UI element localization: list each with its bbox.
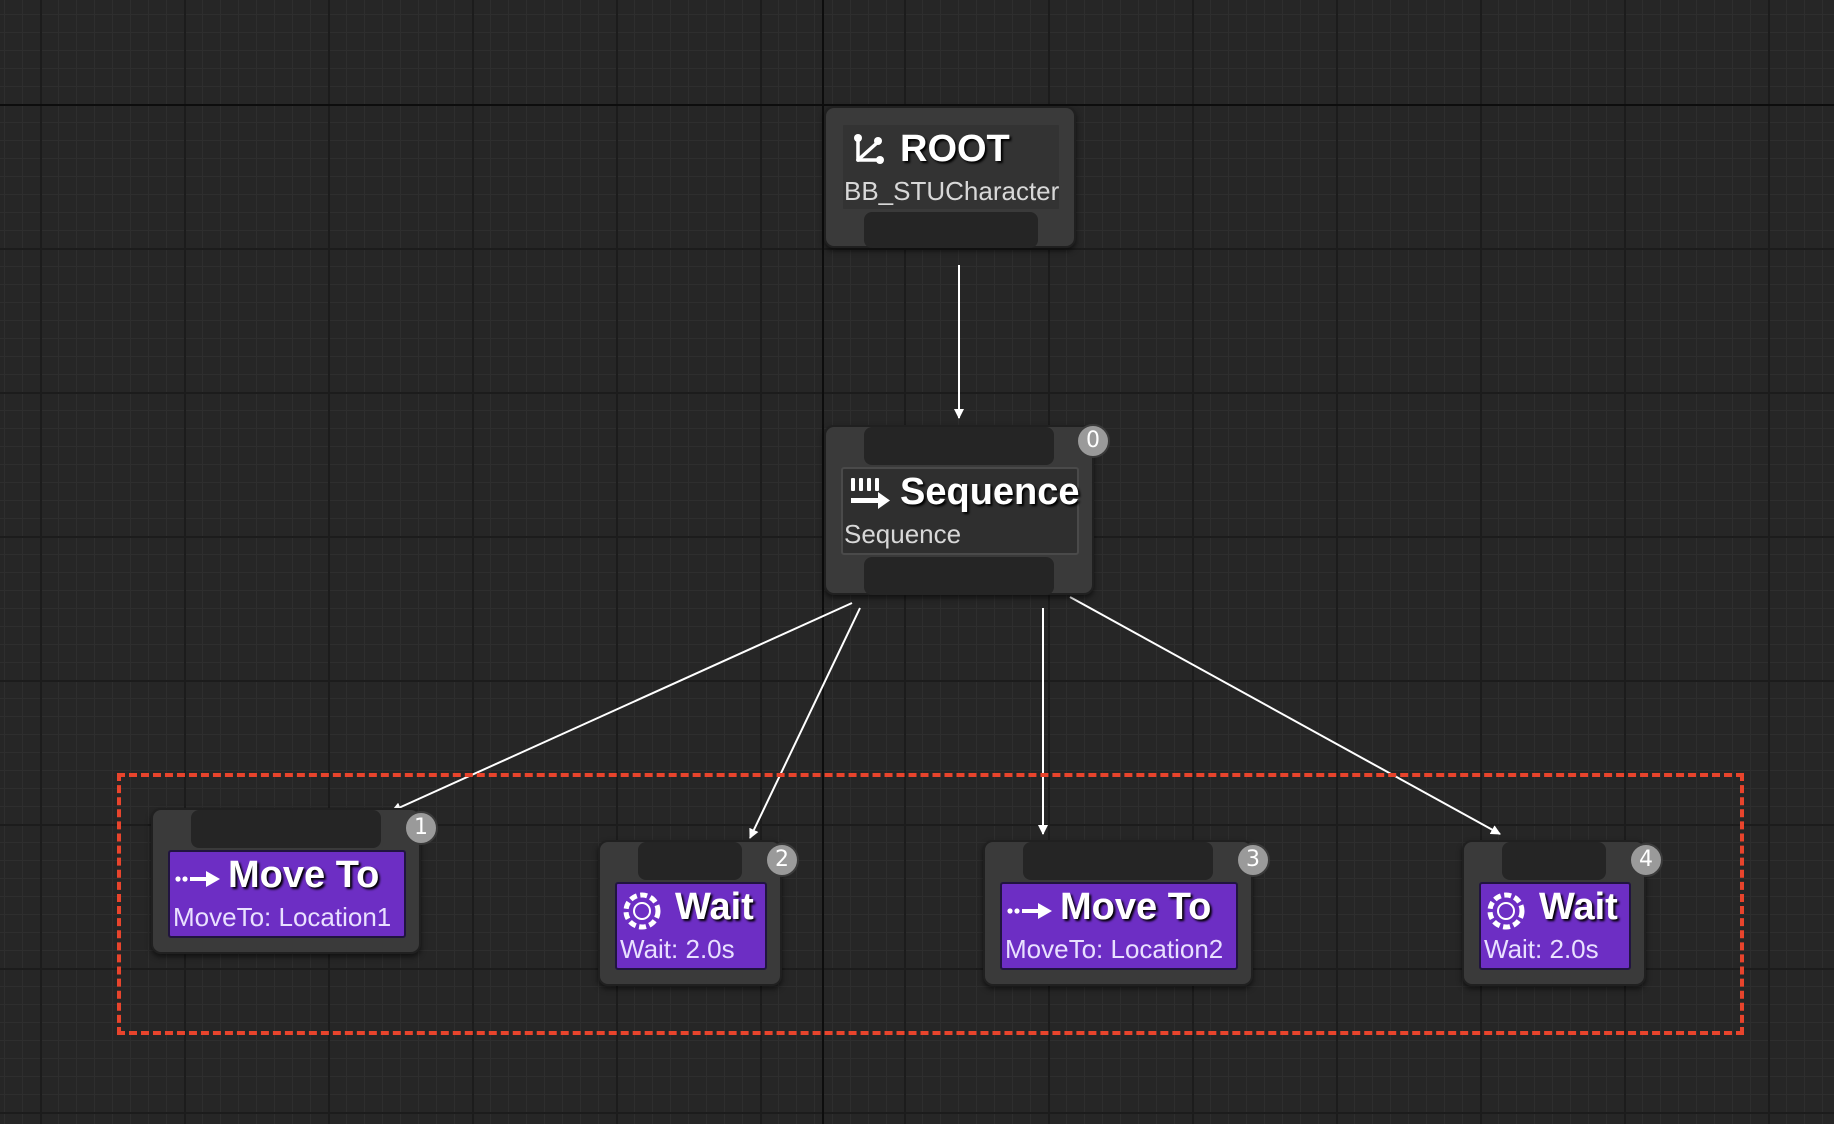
graph-origin-horizontal-line [0,104,1834,106]
wait-dial-icon [623,892,661,930]
move-to-1-title: Move To [228,854,380,896]
move-to-task-node-2[interactable]: Move To MoveTo: Location2 3 [983,840,1270,986]
wait-task-node-2[interactable]: Wait Wait: 2.0s 4 [1462,840,1663,986]
move-to-2-title: Move To [1060,886,1212,928]
wait-1-body: Wait Wait: 2.0s [615,882,767,970]
sequence-icon [851,478,890,509]
move-to-2-body: Move To MoveTo: Location2 [1000,882,1238,970]
wait-2-body: Wait Wait: 2.0s [1479,882,1631,970]
wait-1-subtitle: Wait: 2.0s [620,934,735,964]
move-to-1-subtitle: MoveTo: Location1 [173,902,392,932]
move-to-arrow-icon [175,871,220,887]
execution-order-badge: 4 [1629,843,1663,877]
sequence-node-body [841,467,1079,555]
wait-1-title: Wait [675,886,754,928]
sequence-node-subtitle: Sequence [844,519,962,549]
move-to-1-body: Move To MoveTo: Location1 [168,850,406,938]
execution-order-badge: 1 [404,811,438,845]
move-to-2-input-pin[interactable] [1023,842,1213,880]
wait-1-input-pin[interactable] [638,842,742,880]
wire-sequence-to-wait-1 [749,607,861,839]
move-to-task-node-1[interactable]: Move To MoveTo: Location1 1 [151,808,438,954]
move-to-2-subtitle: MoveTo: Location2 [1005,934,1224,964]
graph-origin-vertical-line [822,0,824,1124]
wait-2-subtitle: Wait: 2.0s [1484,934,1599,964]
root-node[interactable]: ROOT BB_STUCharacter [824,106,1076,248]
selection-marquee [117,773,1744,1035]
execution-order-badge: 2 [765,843,799,877]
sequence-node-title: Sequence [900,471,1080,513]
sequence-node-output-pin[interactable] [864,557,1054,595]
root-node-subtitle: BB_STUCharacter [844,176,1060,206]
root-branch-icon [854,134,884,164]
wait-2-title: Wait [1539,886,1618,928]
wire-sequence-to-wait-2 [1069,596,1501,835]
sequence-node-input-pin[interactable] [864,427,1054,465]
wait-dial-icon [1487,892,1525,930]
root-node-output-pin[interactable] [864,212,1038,248]
execution-order-badge: 3 [1236,843,1270,877]
move-to-arrow-icon [1007,903,1052,919]
move-to-1-input-pin[interactable] [191,810,381,848]
wait-2-input-pin[interactable] [1502,842,1606,880]
execution-order-badge: 0 [1076,424,1110,458]
root-node-title: ROOT [900,128,1010,170]
wait-task-node-1[interactable]: Wait Wait: 2.0s 2 [598,840,799,986]
sequence-node[interactable]: Sequence Sequence 0 [824,424,1110,595]
